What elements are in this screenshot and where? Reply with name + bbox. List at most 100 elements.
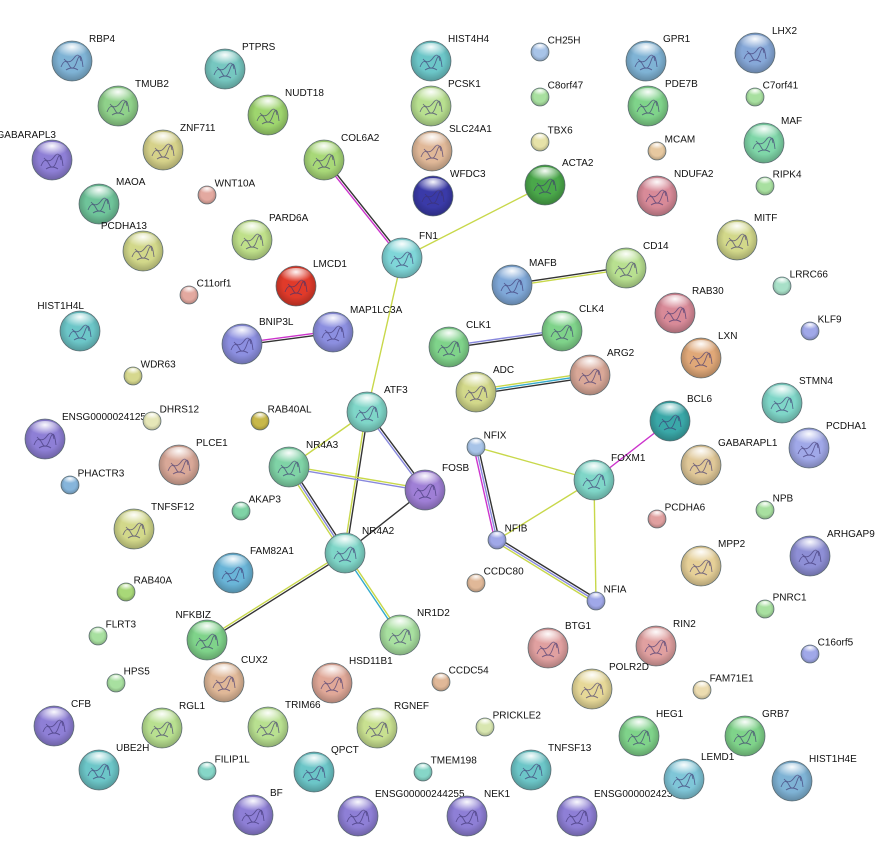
node-rbp4[interactable]: RBP4: [51, 34, 116, 82]
edge-nfix-nfib[interactable]: [473, 446, 500, 541]
node-klf9[interactable]: KLF9: [800, 314, 842, 341]
edge-fn1-atf3[interactable]: [366, 257, 403, 413]
node-ripk4[interactable]: RIPK4: [755, 169, 802, 196]
node-nr4a2[interactable]: NR4A2: [324, 526, 395, 574]
node-rab30[interactable]: RAB30: [654, 286, 724, 334]
node-fam71e1[interactable]: FAM71E1: [692, 673, 754, 700]
node-lhx2[interactable]: LHX2: [734, 26, 797, 74]
node-tmub2[interactable]: TMUB2: [97, 79, 169, 127]
node-nfkbiz[interactable]: NFKBIZ: [175, 610, 228, 661]
node-fn1[interactable]: FN1: [381, 231, 438, 279]
node-mafb[interactable]: MAFB: [491, 258, 557, 306]
node-nfia[interactable]: NFIA: [586, 584, 627, 611]
node-nudt18[interactable]: NUDT18: [247, 88, 324, 136]
node-clk4[interactable]: CLK4: [541, 304, 604, 352]
node-lrrc66[interactable]: LRRC66: [772, 269, 828, 296]
node-ch25h[interactable]: CH25H: [530, 35, 580, 62]
node-tnfsf13[interactable]: TNFSF13: [510, 743, 592, 791]
node-znf711[interactable]: ZNF711: [142, 123, 216, 171]
node-grb7[interactable]: GRB7: [724, 709, 790, 757]
node-npb[interactable]: NPB: [755, 493, 794, 520]
node-stmn4[interactable]: STMN4: [761, 376, 833, 424]
node-ccdc54[interactable]: CCDC54: [431, 665, 489, 692]
node-bf[interactable]: BF: [232, 788, 283, 836]
node-flrt3[interactable]: FLRT3: [88, 619, 136, 646]
node-atf3[interactable]: ATF3: [346, 385, 408, 433]
node-rgnef[interactable]: RGNEF: [356, 701, 429, 749]
node-bnip3l[interactable]: BNIP3L: [221, 317, 294, 365]
node-ptprs[interactable]: PTPRS: [204, 42, 276, 90]
node-ccdc80[interactable]: CCDC80: [466, 566, 524, 593]
node-adc[interactable]: ADC: [455, 365, 514, 413]
node-ensg00000244255[interactable]: ENSG00000244255: [337, 789, 465, 837]
node-mcam[interactable]: MCAM: [647, 134, 695, 161]
node-c7orf41[interactable]: C7orf41: [745, 80, 799, 107]
edge-nr4a3-fosb[interactable]: [288, 465, 426, 492]
node-heg1[interactable]: HEG1: [618, 709, 684, 757]
node-wnt10a[interactable]: WNT10A: [197, 178, 256, 205]
node-slc24a1[interactable]: SLC24A1: [411, 124, 492, 172]
node-c16orf5[interactable]: C16orf5: [800, 637, 854, 664]
node-btg1[interactable]: BTG1: [527, 621, 592, 669]
node-c11orf1[interactable]: C11orf1: [179, 278, 232, 305]
node-hsd11b1[interactable]: HSD11B1: [311, 656, 393, 704]
edge-fn1-acta2[interactable]: [401, 184, 546, 259]
node-rin2[interactable]: RIN2: [635, 619, 696, 667]
node-fam82a1[interactable]: FAM82A1: [212, 546, 294, 594]
node-rab40al[interactable]: RAB40AL: [250, 404, 312, 431]
node-wfdc3[interactable]: WFDC3: [412, 169, 486, 217]
node-ensg00000241253[interactable]: ENSG00000241253: [24, 412, 152, 460]
node-pcdha6[interactable]: PCDHA6: [647, 502, 706, 529]
node-pde7b[interactable]: PDE7B: [627, 79, 698, 127]
node-hps5[interactable]: HPS5: [106, 666, 150, 693]
node-hist4h4[interactable]: HIST4H4: [410, 34, 490, 82]
node-map1lc3a[interactable]: MAP1LC3A: [312, 305, 403, 353]
node-foxm1[interactable]: FOXM1: [573, 453, 646, 501]
node-maf[interactable]: MAF: [743, 116, 802, 164]
node-trim66[interactable]: TRIM66: [247, 700, 321, 748]
node-ube2h[interactable]: UBE2H: [78, 743, 149, 791]
node-pcdha13[interactable]: PCDHA13: [101, 221, 164, 272]
node-pard6a[interactable]: PARD6A: [231, 213, 309, 261]
node-mitf[interactable]: MITF: [716, 213, 777, 261]
node-cd14[interactable]: CD14: [605, 241, 669, 289]
node-plce1[interactable]: PLCE1: [158, 438, 228, 486]
node-hist1h4e[interactable]: HIST1H4E: [771, 754, 857, 802]
node-ensg00000242335[interactable]: ENSG00000242335: [556, 789, 684, 837]
node-nr1d2[interactable]: NR1D2: [379, 608, 450, 656]
node-mpp2[interactable]: MPP2: [680, 539, 746, 587]
node-cfb[interactable]: CFB: [33, 699, 91, 747]
node-fosb[interactable]: FOSB: [404, 463, 470, 511]
node-rgl1[interactable]: RGL1: [141, 701, 206, 749]
node-qpct[interactable]: QPCT: [293, 745, 359, 793]
edge-col6a2-fn1[interactable]: [322, 158, 404, 260]
node-akap3[interactable]: AKAP3: [231, 494, 281, 521]
node-wdr63[interactable]: WDR63: [123, 359, 176, 386]
node-pcdha1[interactable]: PCDHA1: [788, 421, 867, 469]
edge-atf3-nr4a2[interactable]: [343, 411, 369, 554]
node-arhgap9[interactable]: ARHGAP9: [789, 529, 875, 577]
node-pcsk1[interactable]: PCSK1: [410, 79, 481, 127]
node-maoa[interactable]: MAOA: [78, 177, 146, 225]
node-nfix[interactable]: NFIX: [466, 430, 507, 457]
node-col6a2[interactable]: COL6A2: [303, 133, 380, 181]
node-nek1[interactable]: NEK1: [446, 789, 511, 837]
node-lemd1[interactable]: LEMD1: [663, 752, 735, 800]
node-c8orf47[interactable]: C8orf47: [530, 80, 584, 107]
node-dhrs12[interactable]: DHRS12: [142, 404, 200, 431]
node-filip1l[interactable]: FILIP1L: [197, 754, 250, 781]
node-polr2d[interactable]: POLR2D: [571, 662, 649, 710]
node-gpr1[interactable]: GPR1: [625, 34, 691, 82]
node-rab40a[interactable]: RAB40A: [116, 575, 172, 602]
node-phactr3[interactable]: PHACTR3: [60, 468, 125, 495]
node-arg2[interactable]: ARG2: [569, 348, 635, 396]
edge-nfix-foxm1[interactable]: [475, 446, 595, 481]
node-clk1[interactable]: CLK1: [428, 320, 491, 368]
node-pnrc1[interactable]: PNRC1: [755, 592, 807, 619]
node-tnfsf12[interactable]: TNFSF12: [113, 502, 195, 550]
node-gabarapl3[interactable]: GABARAPL3: [0, 130, 73, 181]
node-lmcd1[interactable]: LMCD1: [275, 259, 347, 307]
node-ndufa2[interactable]: NDUFA2: [636, 169, 714, 217]
node-gabarapl1[interactable]: GABARAPL1: [680, 438, 778, 486]
node-tbx6[interactable]: TBX6: [530, 125, 573, 152]
